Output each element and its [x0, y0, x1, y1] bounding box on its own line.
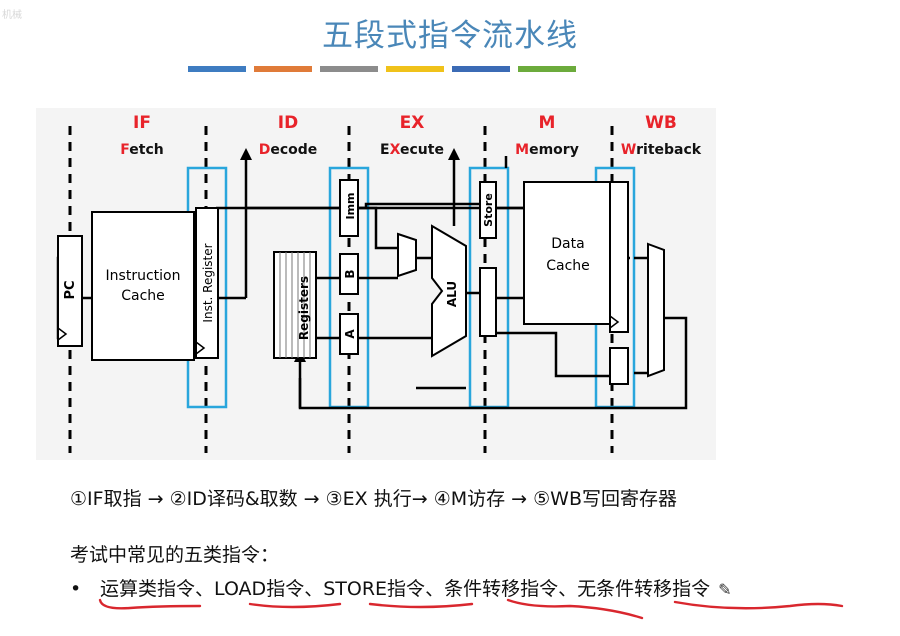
pc-label: PC [63, 280, 78, 299]
alu-input-mux [397, 232, 417, 278]
color-bar-gray [320, 66, 378, 72]
page-title: 五段式指令流水线 [322, 18, 578, 54]
separator: 、 [304, 578, 324, 600]
stage-ex-name: EXecute [380, 142, 444, 158]
dcache-label-1: Data [551, 236, 584, 252]
handwritten-underlines [98, 598, 844, 620]
underline-mark [98, 598, 202, 610]
store-register [479, 181, 497, 239]
data-cache [523, 181, 613, 325]
color-bar-orange [254, 66, 312, 72]
icache-label-2: Cache [121, 288, 165, 304]
separator: 、 [558, 578, 578, 600]
stage-m-name: Memory [515, 142, 579, 158]
underline-mark [673, 600, 844, 610]
alu-label: ALU [445, 281, 459, 307]
instr-type-arith: 运算类指令 [100, 578, 196, 600]
color-bar-blue [188, 66, 246, 72]
separator: 、 [195, 578, 215, 600]
pipeline-flow-text: ①IF取指 → ②ID译码&取数 → ③EX 执行→ ④M访存 → ⑤WB写回寄… [70, 488, 677, 510]
stage-id-abbr: ID [278, 113, 298, 133]
underline-mark [506, 598, 644, 620]
instr-type-store: STORE指令 [323, 578, 426, 600]
stage-ex-abbr: EX [400, 113, 425, 133]
instr-type-load: LOAD指令 [214, 578, 305, 600]
writeback-mux [647, 242, 665, 378]
arrow-up-icon [240, 148, 252, 160]
alu-output-register [479, 267, 497, 337]
instr-type-uncond-branch: 无条件转移指令 [577, 578, 711, 600]
stage-id-name: Decode [259, 142, 318, 158]
register-file [273, 251, 317, 359]
alu-unit [431, 224, 467, 358]
imm-register [339, 179, 359, 237]
bullet-marker: • [70, 578, 82, 600]
arrow-up-icon [448, 148, 460, 160]
corner-watermark: 机械 [2, 10, 22, 21]
stage-wb-abbr: WB [645, 113, 677, 133]
instruction-types-list: •运算类指令、LOAD指令、STORE指令、条件转移指令、无条件转移指令✎ [70, 574, 732, 601]
color-bar-yellow [386, 66, 444, 72]
imm-label: Imm [344, 192, 357, 219]
store-label: Store [482, 193, 495, 227]
pc-register [57, 235, 83, 347]
color-bar-green [518, 66, 576, 72]
icache-label-1: Instruction [106, 268, 181, 284]
pencil-icon: ✎ [718, 580, 732, 599]
pipeline-diagram: IF ID EX M WB Fetch Decode EXecute Memor… [36, 108, 716, 460]
stage-if-abbr: IF [133, 113, 151, 133]
stage-if-name: Fetch [120, 142, 163, 158]
stage-wb-name: Writeback [621, 142, 702, 158]
instr-type-cond-branch: 条件转移指令 [444, 578, 559, 600]
color-divider [188, 66, 576, 72]
b-register [339, 253, 359, 295]
instruction-cache [91, 211, 195, 361]
wb-alu-register [609, 347, 629, 385]
stage-m-abbr: M [539, 113, 556, 133]
dcache-label-2: Cache [546, 258, 590, 274]
wb-data-register [609, 181, 629, 333]
color-bar-darkblue [452, 66, 510, 72]
underline-mark [368, 602, 474, 609]
registers-label: Registers [297, 276, 311, 340]
inst-register-label: Inst. Register [201, 243, 215, 322]
a-label: A [343, 329, 357, 339]
separator: 、 [425, 578, 445, 600]
instruction-types-heading: 考试中常见的五类指令： [70, 544, 280, 566]
underline-mark [248, 602, 342, 609]
b-label: B [343, 269, 357, 278]
a-register [339, 313, 359, 355]
inst-register [195, 207, 219, 359]
